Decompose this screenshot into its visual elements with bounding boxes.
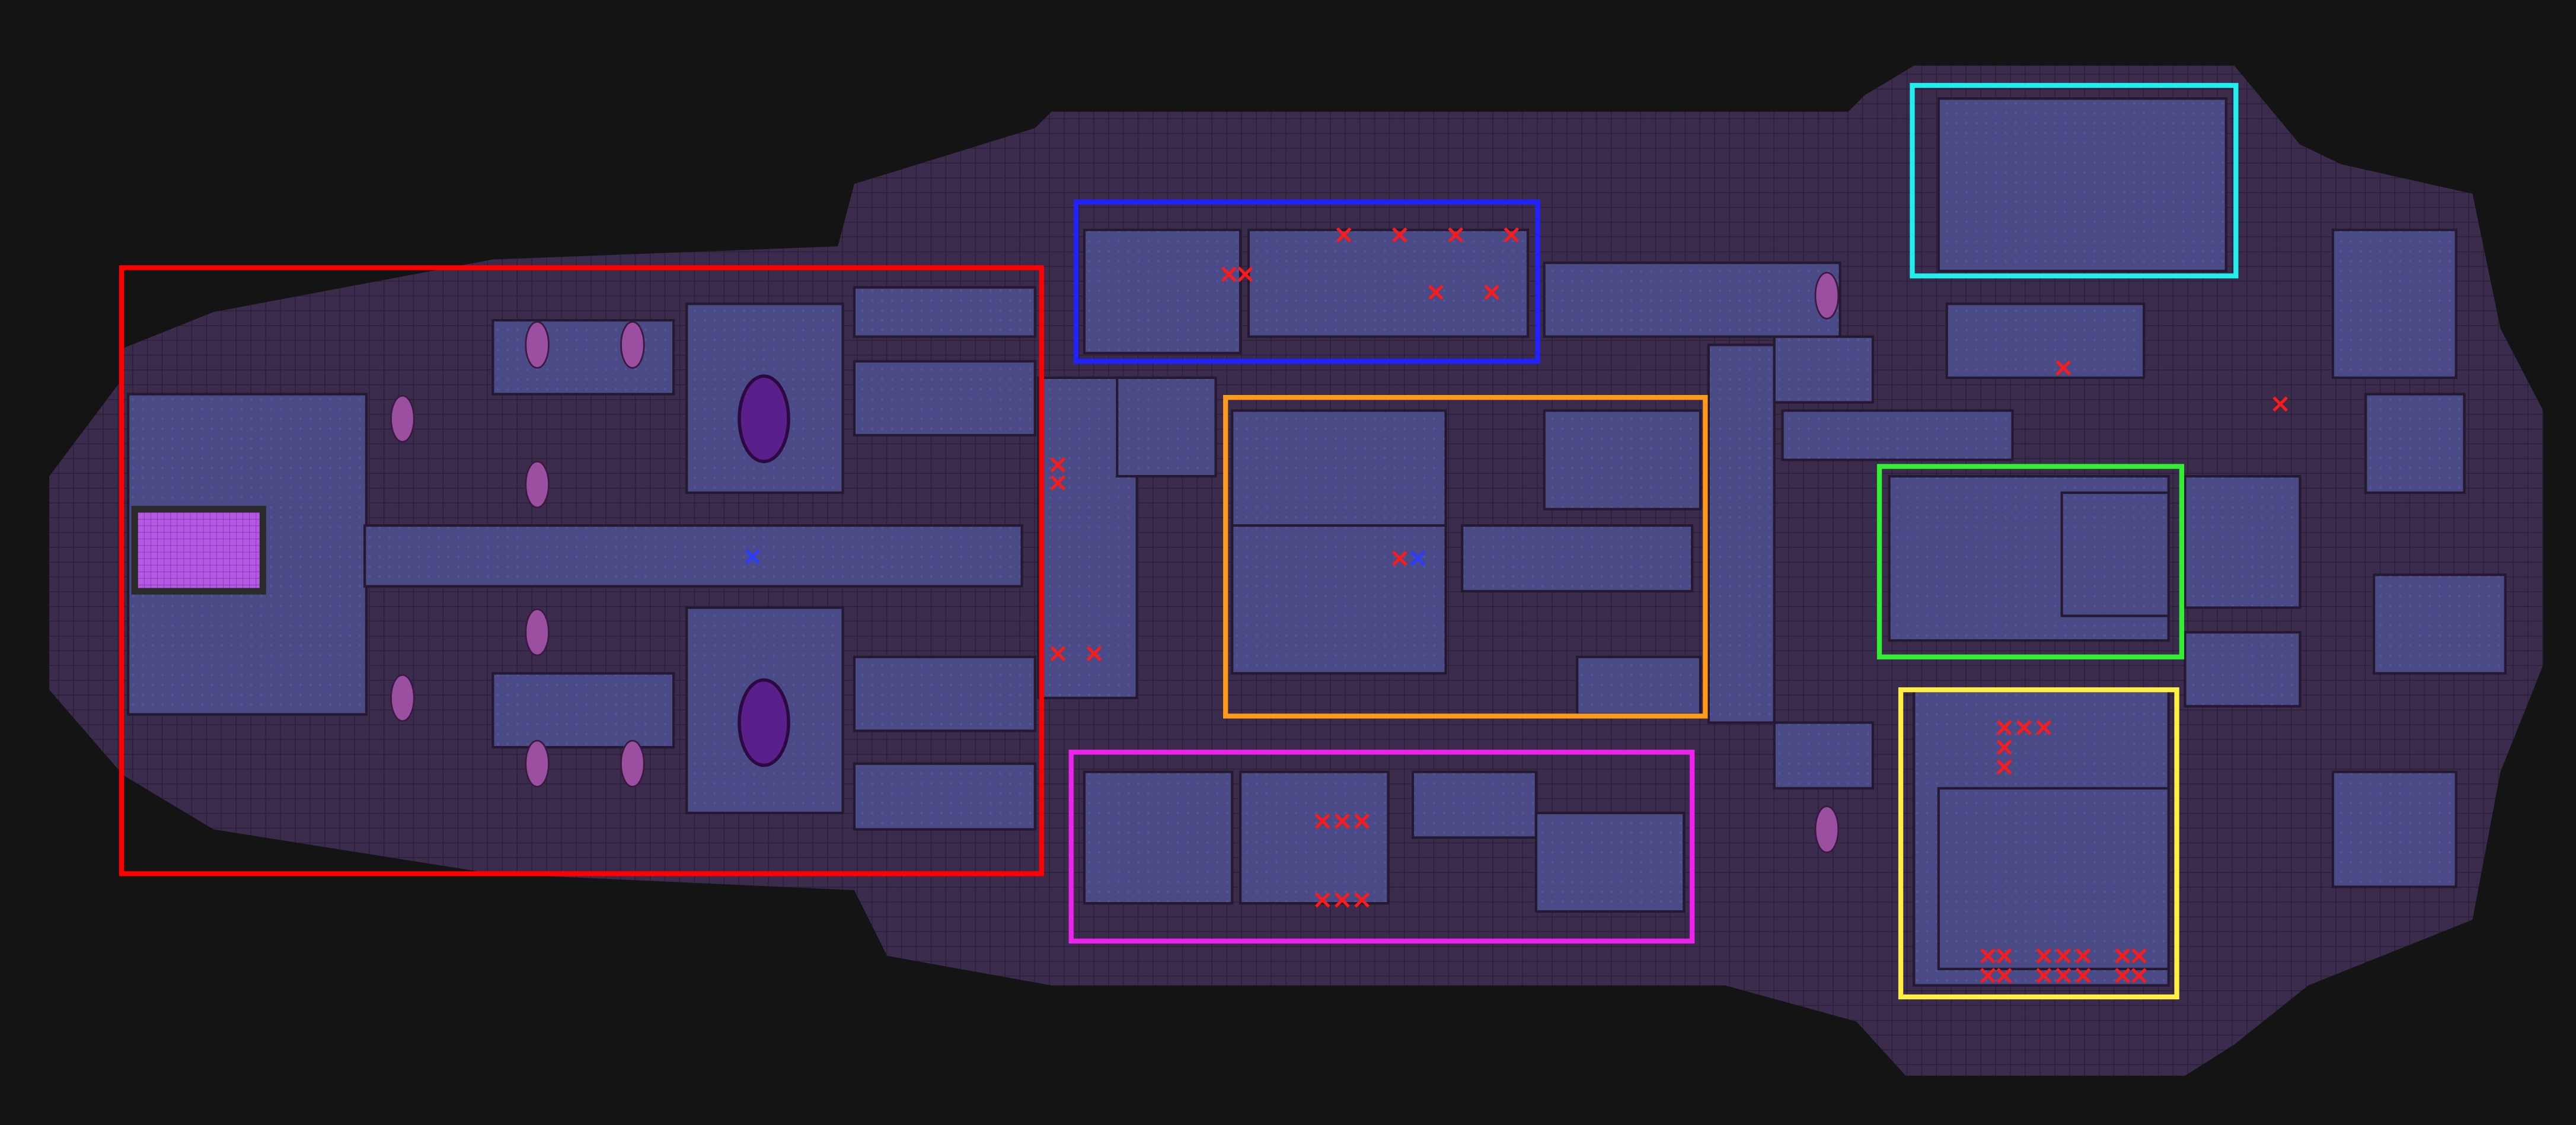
red-x-marker-icon — [1504, 227, 1520, 243]
red-x-marker-icon — [1996, 719, 2012, 735]
room-floor — [2331, 228, 2457, 380]
room-floor — [853, 360, 1036, 436]
red-x-marker-icon — [1086, 646, 1102, 662]
room-floor — [853, 655, 1036, 732]
red-x-marker-icon — [2036, 948, 2052, 964]
red-x-marker-icon — [1980, 948, 1996, 964]
pod-icon — [525, 321, 550, 369]
room-floor — [1461, 524, 1694, 593]
pod-icon — [525, 460, 550, 509]
room-floor — [2060, 491, 2170, 617]
room-floor — [491, 672, 675, 749]
red-x-marker-icon — [1996, 740, 2012, 755]
cyan-zone-box — [1910, 82, 2239, 279]
red-x-marker-icon — [2036, 968, 2052, 983]
red-x-marker-icon — [1996, 968, 2012, 983]
green-zone-box — [1876, 464, 2185, 659]
pod-icon — [1814, 272, 1840, 320]
landing-pad — [131, 505, 266, 595]
red-x-marker-icon — [2131, 948, 2147, 964]
room-floor — [1707, 343, 1776, 724]
red-x-marker-icon — [2036, 719, 2052, 735]
pod-icon — [390, 674, 415, 722]
orange-zone-box — [1223, 395, 1708, 719]
room-floor — [1239, 770, 1390, 905]
pod-icon — [1814, 805, 1840, 853]
room-floor — [1937, 97, 2227, 273]
room-floor — [1247, 228, 1530, 338]
room-floor — [2364, 393, 2466, 494]
pod-icon — [620, 740, 645, 788]
room-floor — [1781, 409, 2014, 461]
red-zone-box — [119, 265, 1044, 877]
room-floor — [2373, 573, 2507, 675]
red-x-marker-icon — [1050, 475, 1066, 491]
room-floor — [1116, 376, 1217, 478]
red-x-marker-icon — [1484, 285, 1499, 300]
markers-layer — [745, 227, 2288, 983]
red-x-marker-icon — [1354, 892, 1370, 908]
room-floor — [2331, 770, 2457, 888]
magenta-zone-box — [1068, 750, 1695, 944]
red-x-marker-icon — [1237, 266, 1253, 282]
room-floor — [2184, 475, 2302, 609]
yellow-zone-box — [1898, 687, 2179, 1000]
pod-icon — [620, 321, 645, 369]
room-floor — [1773, 335, 1875, 404]
room-floor — [1543, 409, 1702, 511]
room-floor — [1412, 770, 1538, 839]
pod-icon — [525, 608, 550, 656]
red-x-marker-icon — [1980, 968, 1996, 983]
room-floor — [2184, 631, 2302, 707]
room-floor — [853, 286, 1036, 338]
red-x-marker-icon — [1050, 457, 1066, 473]
red-x-marker-icon — [2016, 719, 2032, 735]
red-x-marker-icon — [1996, 759, 2012, 775]
red-x-marker-icon — [1392, 227, 1407, 243]
red-x-marker-icon — [1354, 813, 1370, 829]
shuttle-icon — [738, 678, 790, 767]
room-floor — [1945, 302, 2146, 380]
red-x-marker-icon — [1314, 892, 1330, 908]
red-x-marker-icon — [2115, 948, 2131, 964]
blue-x-marker-icon — [745, 549, 760, 565]
red-x-marker-icon — [2272, 396, 2288, 412]
room-floor — [1231, 409, 1447, 527]
red-x-marker-icon — [1335, 813, 1350, 829]
red-x-marker-icon — [1314, 813, 1330, 829]
blue-x-marker-icon — [1410, 550, 1426, 566]
shuttle-icon — [738, 374, 790, 463]
red-x-marker-icon — [1428, 285, 1444, 300]
red-x-marker-icon — [2075, 968, 2091, 983]
red-x-marker-icon — [1448, 227, 1463, 243]
red-x-marker-icon — [1336, 227, 1352, 243]
room-floor — [1231, 524, 1447, 675]
pod-icon — [390, 395, 415, 443]
red-x-marker-icon — [2131, 968, 2147, 983]
room-floor — [1773, 721, 1875, 790]
red-x-marker-icon — [2055, 968, 2071, 983]
room-floor — [1083, 770, 1234, 905]
red-x-marker-icon — [1392, 550, 1407, 566]
red-x-marker-icon — [1335, 892, 1350, 908]
red-x-marker-icon — [2115, 968, 2131, 983]
room-floor — [1083, 228, 1242, 355]
red-x-marker-icon — [2055, 360, 2071, 376]
room-floor — [1937, 787, 2170, 970]
red-x-marker-icon — [1996, 948, 2012, 964]
red-x-marker-icon — [2075, 948, 2091, 964]
pod-icon — [525, 740, 550, 788]
room-floor — [491, 318, 675, 396]
room-floor — [853, 762, 1036, 831]
red-x-marker-icon — [1050, 646, 1066, 662]
room-floor — [363, 524, 1023, 588]
room-floor — [1543, 262, 1841, 338]
red-x-marker-icon — [2055, 948, 2071, 964]
room-floor — [1576, 655, 1702, 716]
blue-zone-box — [1073, 199, 1540, 364]
highlight-zones — [119, 82, 2239, 1000]
room-floor — [685, 606, 844, 814]
red-x-marker-icon — [1221, 266, 1237, 282]
room-floor — [1534, 811, 1686, 913]
